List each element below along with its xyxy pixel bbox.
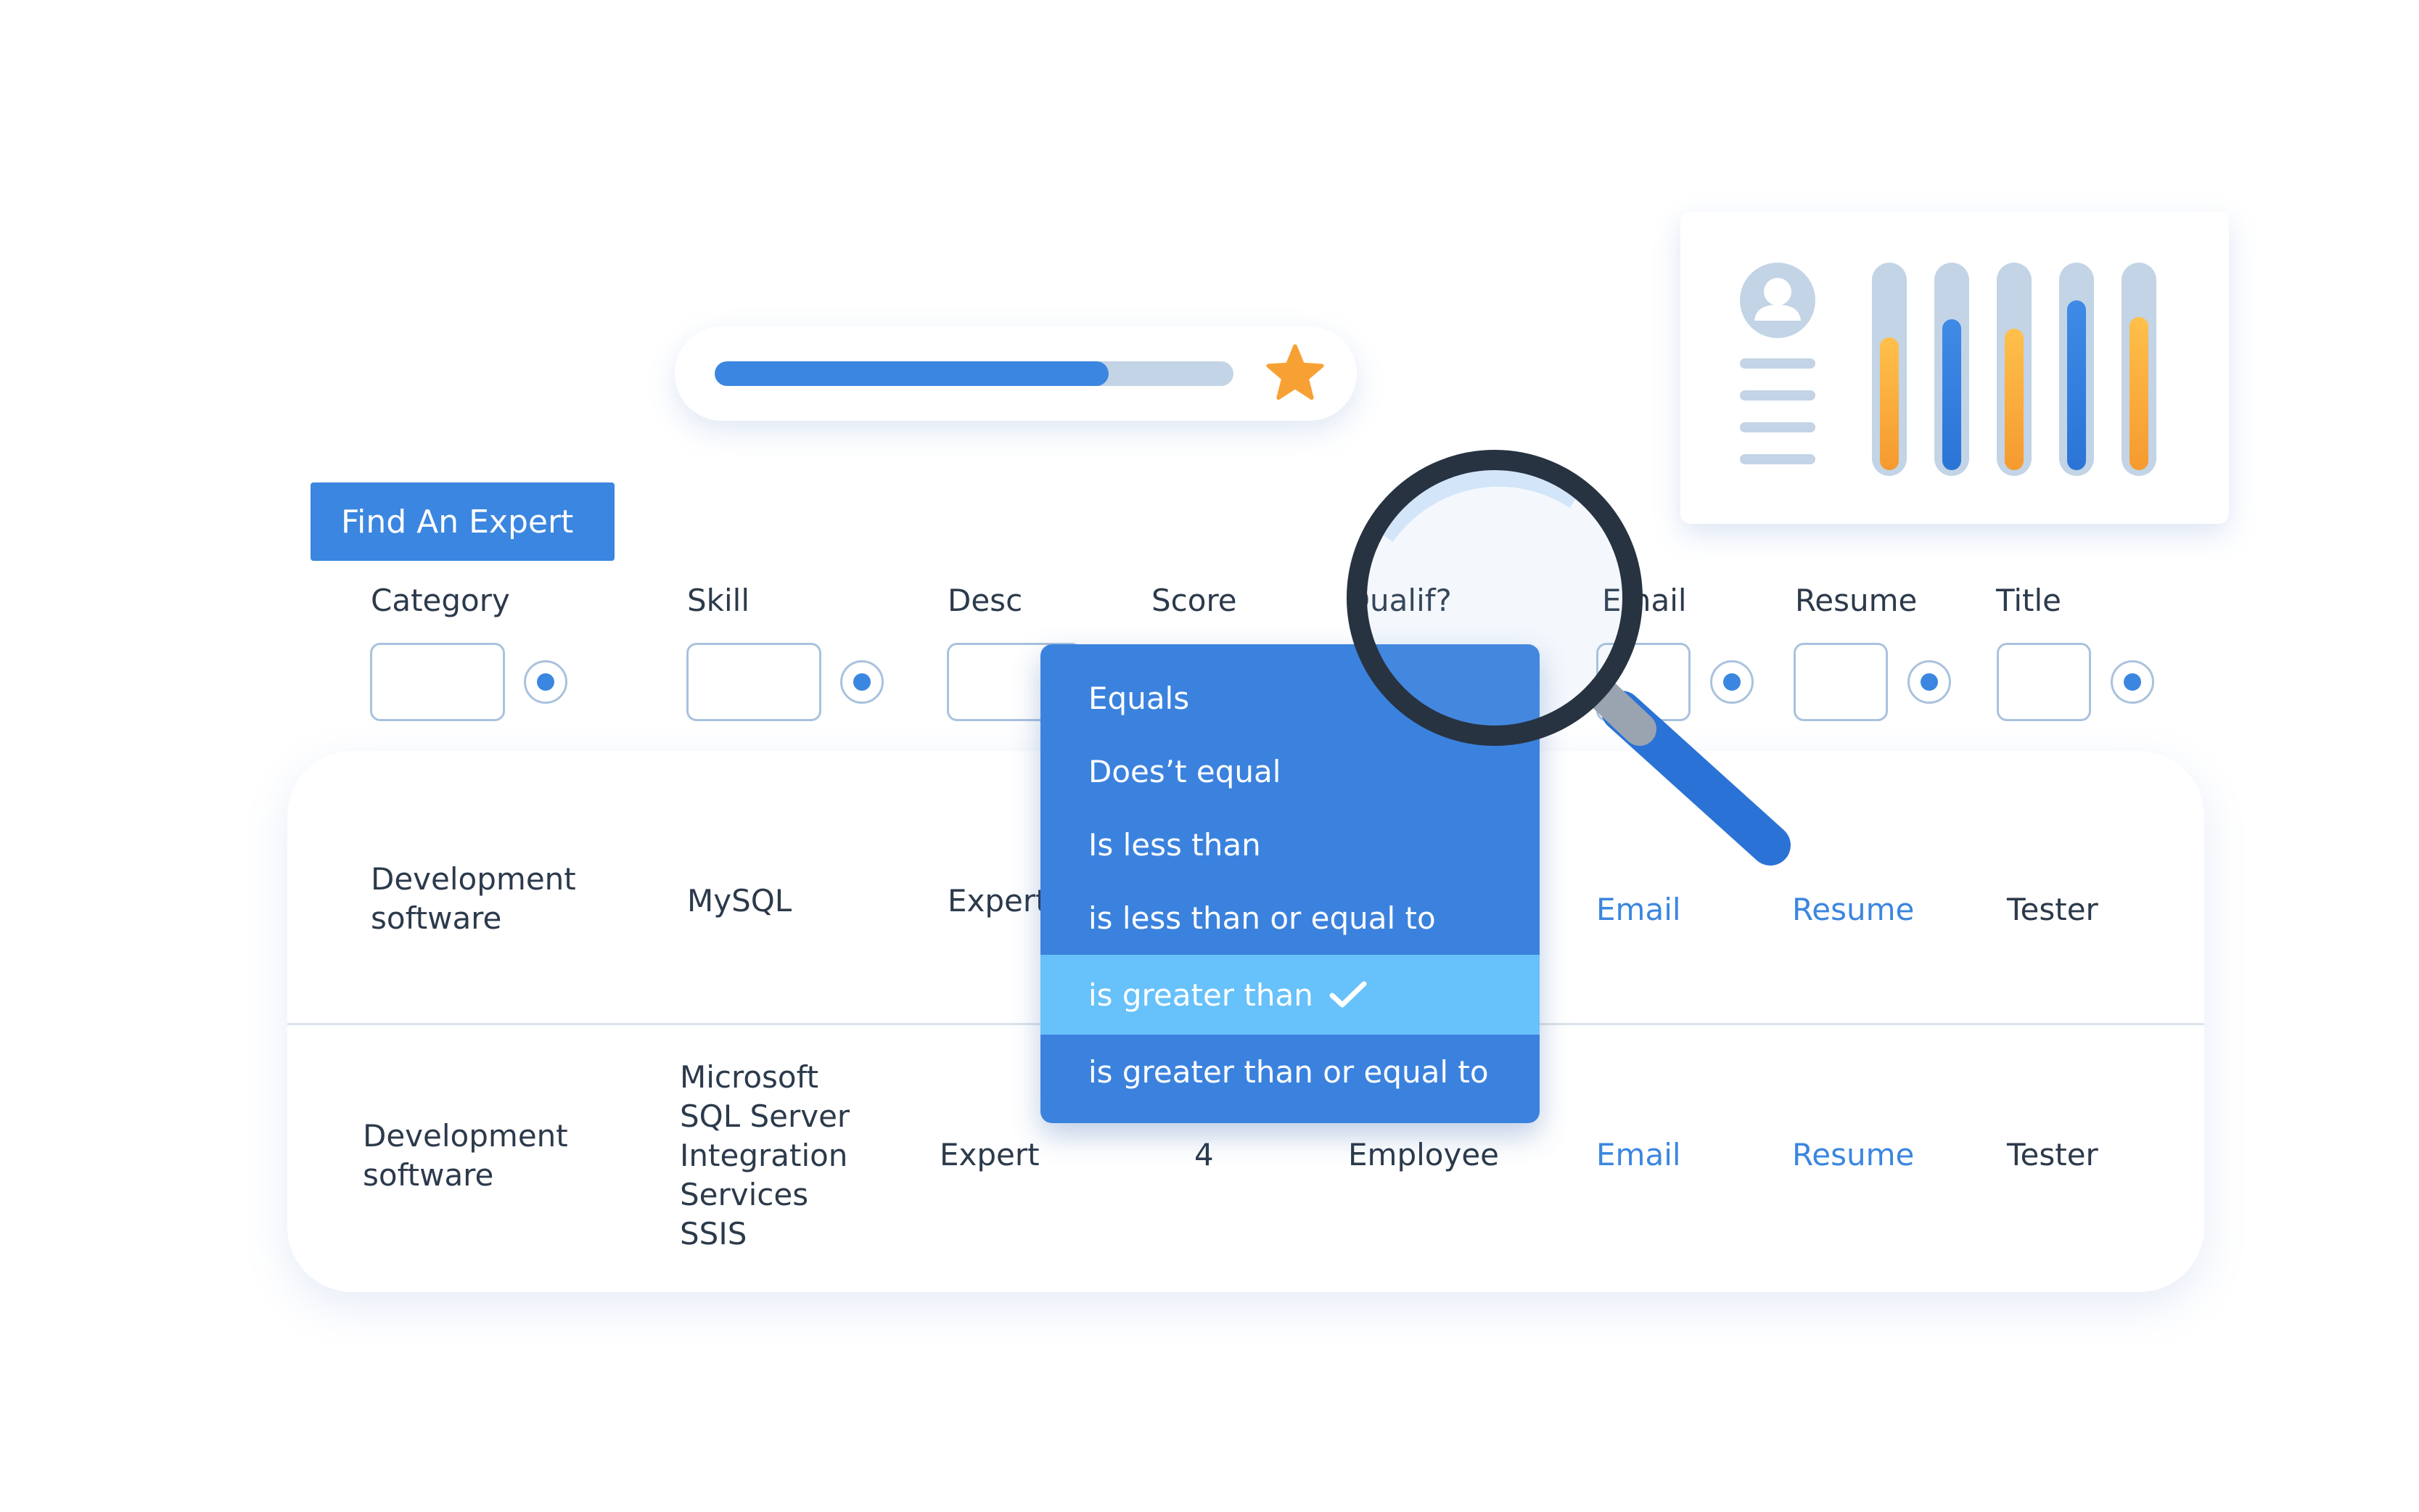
row1-desc: Expert bbox=[948, 883, 1048, 919]
skill-bar-fill bbox=[2005, 329, 2024, 470]
skill-bar bbox=[2122, 263, 2156, 476]
row2-skill: Microsoft SQL Server Integration Service… bbox=[680, 1058, 883, 1254]
column-header-title[interactable]: Title bbox=[1996, 583, 2062, 618]
row2-resume-link[interactable]: Resume bbox=[1792, 1137, 1915, 1172]
dropdown-option-greater-than[interactable]: is greater than bbox=[1040, 955, 1540, 1035]
row2-title: Tester bbox=[2007, 1137, 2098, 1172]
column-header-score[interactable]: Score bbox=[1151, 583, 1237, 618]
profile-text-line bbox=[1740, 390, 1815, 400]
profile-text-line bbox=[1740, 422, 1815, 432]
row1-resume-link[interactable]: Resume bbox=[1792, 892, 1915, 927]
skill-bar bbox=[1872, 263, 1907, 476]
column-header-skill[interactable]: Skill bbox=[687, 583, 749, 618]
skill-bar-fill bbox=[1880, 337, 1899, 470]
row1-category: Development software bbox=[371, 861, 576, 936]
title-filter-radio[interactable] bbox=[2111, 660, 2154, 704]
dropdown-option-equals[interactable]: Equals bbox=[1040, 661, 1540, 735]
skill-bar bbox=[1934, 263, 1969, 476]
skill-bar-fill bbox=[1942, 319, 1961, 470]
row1-title: Tester bbox=[2007, 892, 2098, 927]
email-filter-radio[interactable] bbox=[1710, 660, 1754, 704]
profile-text-line bbox=[1740, 454, 1815, 464]
dropdown-option-label: Is less than bbox=[1088, 826, 1261, 863]
find-an-expert-button[interactable]: Find An Expert bbox=[311, 482, 615, 561]
row2-skill-line: Services bbox=[680, 1177, 809, 1212]
skill-bar-fill bbox=[2067, 300, 2086, 470]
row2-skill-line: SQL Server bbox=[680, 1098, 850, 1134]
column-header-resume[interactable]: Resume bbox=[1795, 583, 1918, 618]
rating-progress-fill bbox=[715, 361, 1109, 386]
resume-filter-input[interactable] bbox=[1794, 643, 1888, 721]
column-header-email[interactable]: Email bbox=[1602, 583, 1687, 618]
dropdown-option-less-than[interactable]: Is less than bbox=[1040, 808, 1540, 882]
dropdown-option-label: Does’t equal bbox=[1088, 753, 1281, 789]
user-avatar-icon bbox=[1740, 263, 1815, 338]
column-header-desc[interactable]: Desc bbox=[948, 583, 1023, 618]
dropdown-option-label: is less than or equal to bbox=[1088, 900, 1436, 936]
skill-bar bbox=[2059, 263, 2094, 476]
row2-desc: Expert bbox=[940, 1137, 1040, 1172]
row2-skill-line: Integration bbox=[680, 1138, 848, 1173]
row2-skill-line: SSIS bbox=[680, 1216, 747, 1252]
skill-bar-fill bbox=[2130, 316, 2148, 470]
dropdown-option-label: Equals bbox=[1088, 680, 1190, 716]
category-filter-input[interactable] bbox=[370, 643, 505, 721]
skill-bar bbox=[1997, 263, 2032, 476]
score-filter-dropdown[interactable]: Equals Does’t equal Is less than is less… bbox=[1040, 644, 1540, 1123]
magnifying-glass-icon bbox=[1347, 450, 1791, 866]
row2-score: 4 bbox=[1194, 1137, 1214, 1172]
dropdown-option-doesnt-equal[interactable]: Does’t equal bbox=[1040, 734, 1540, 808]
row2-category: Development software bbox=[363, 1118, 568, 1193]
row2-qualif: Employee bbox=[1348, 1137, 1500, 1172]
resume-filter-radio[interactable] bbox=[1907, 660, 1951, 704]
rating-progress-bar bbox=[715, 361, 1233, 386]
row1-email-link[interactable]: Email bbox=[1596, 892, 1681, 927]
category-filter-radio[interactable] bbox=[524, 660, 567, 704]
skill-filter-input[interactable] bbox=[686, 643, 821, 721]
rating-card bbox=[675, 326, 1357, 421]
checkmark-icon bbox=[1329, 981, 1367, 1008]
skill-filter-radio[interactable] bbox=[840, 660, 884, 704]
column-header-category[interactable]: Category bbox=[371, 583, 510, 618]
title-filter-input[interactable] bbox=[1997, 643, 2091, 721]
row2-email-link[interactable]: Email bbox=[1596, 1137, 1681, 1172]
profile-text-line bbox=[1740, 358, 1815, 369]
dropdown-option-label: is greater than bbox=[1088, 977, 1313, 1013]
dropdown-option-greater-than-or-equal[interactable]: is greater than or equal to bbox=[1040, 1035, 1540, 1109]
row2-skill-line: Microsoft bbox=[680, 1059, 819, 1095]
profile-card bbox=[1680, 212, 2229, 524]
row1-skill: MySQL bbox=[687, 883, 792, 919]
dropdown-option-less-than-or-equal[interactable]: is less than or equal to bbox=[1040, 881, 1540, 955]
dropdown-option-label: is greater than or equal to bbox=[1088, 1053, 1489, 1090]
star-icon bbox=[1266, 344, 1324, 400]
